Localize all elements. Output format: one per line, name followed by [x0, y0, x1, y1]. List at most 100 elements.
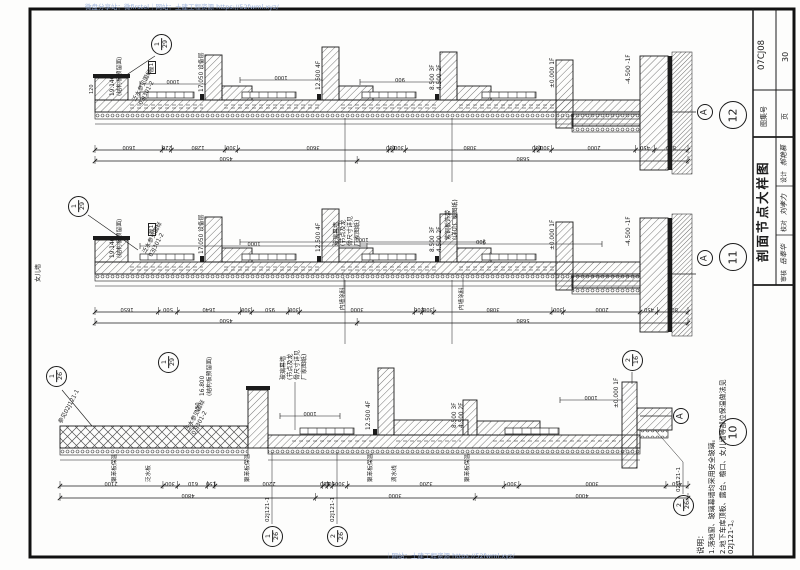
label-line: 8.500 3F: [430, 226, 436, 252]
page-label: 页: [781, 113, 789, 120]
label-line: (详见厂家图纸): [452, 199, 460, 240]
ref-detail-number: 1: [70, 203, 78, 209]
dimension-value: 3200: [419, 479, 433, 486]
level-label: 12.500 4F: [316, 222, 322, 252]
dimension-value: 150: [206, 479, 217, 486]
dimension-value: 300: [540, 143, 551, 150]
dimension-value: 300: [506, 479, 517, 486]
dimension-value: 300: [394, 143, 405, 150]
label-line: (结构板预留面): [116, 218, 123, 258]
finish-label: 内墙涂料: [340, 287, 346, 310]
signature-label: 校对: [781, 219, 788, 232]
label-line: 4.500 2F: [436, 226, 443, 252]
dimension-value: 500: [162, 305, 173, 312]
signature-name: 郝艳慕: [780, 145, 788, 166]
dimension-value: 1000: [246, 239, 261, 246]
dimension-value: 220: [161, 143, 172, 150]
ref-page-number: 26: [271, 529, 280, 543]
detail-code: 02J121-1: [330, 496, 336, 522]
material-label: 聚苯板保温: [112, 454, 118, 482]
dimension-value: 300: [226, 143, 237, 150]
watermark: ｜网站：土建工程资源 https://52fwml.xyz/: [385, 552, 515, 560]
dimension-value: 4800: [181, 491, 195, 498]
dimension-value: 1650: [120, 305, 134, 312]
sheet-title: 剖面节点大样图: [755, 160, 770, 262]
ref-page-number: 16: [631, 353, 640, 367]
label-line: 8.500 3F: [452, 402, 458, 428]
dimension-value: 2200: [262, 479, 276, 486]
section-mark-circle: A: [697, 104, 713, 120]
label-line: 19.140: [110, 237, 116, 258]
label-line: 16.800: [200, 375, 206, 396]
dimension-value: 450: [643, 305, 654, 312]
level-label: 16.800(结构板预留面): [200, 357, 214, 396]
atlas-number: 07CJ08: [757, 39, 767, 70]
dimension-value: 4500: [219, 316, 233, 323]
label-line: 厂家图纸): [301, 353, 309, 380]
signature-name: 刘孝力: [780, 194, 788, 215]
dimension-value: 100: [325, 479, 336, 486]
ref-page-number: 29: [167, 355, 176, 369]
dimension-value: 1280: [191, 143, 205, 150]
dimension-value: 5680: [515, 316, 530, 323]
roof-construction-tag: 屋1: [148, 60, 157, 74]
dimension-value: 3080: [486, 305, 500, 312]
atlas-label: 图集号: [760, 106, 768, 127]
circle-text: A: [699, 109, 710, 115]
dimension-value: 950: [265, 305, 275, 312]
dimension-value: 1000: [165, 77, 180, 84]
dimension-value: 300: [552, 305, 563, 312]
level-label: ±0.000 1F: [550, 57, 556, 88]
level-label: -4.500 -1F: [626, 216, 632, 246]
dimension-value: 1000: [584, 393, 598, 400]
dimension-value: 450: [640, 143, 650, 150]
level-label: ±0.000 1F: [550, 219, 556, 250]
ref-page-number: 26: [336, 529, 345, 543]
ref-detail-number: 1: [48, 373, 56, 379]
dimension-value: 900: [395, 75, 405, 82]
dimension-value: 3600: [306, 143, 320, 150]
note-line: 1.落地窗、玻璃幕墙均采用安全玻璃。: [708, 435, 716, 554]
level-label: 19.140(结构板预留面): [110, 219, 124, 258]
notes-heading: 说明：: [696, 531, 705, 555]
dimension-value: 1640: [202, 305, 216, 312]
dimension-value: 2000: [595, 305, 609, 312]
page-number: 30: [781, 51, 790, 62]
dimension-value: 300: [334, 479, 345, 486]
dimension-value: 3000: [585, 479, 599, 486]
signature-label: 设计: [781, 170, 788, 183]
signature-name: 岳奉华: [780, 244, 788, 265]
section-mark-circle: A: [697, 250, 713, 266]
level-label: 12.500 4F: [366, 400, 372, 430]
material-label: 滴水线: [392, 465, 398, 482]
label-line: 4.500 2F: [436, 64, 443, 90]
annotation-label: 紫铜板饰带(详见厂家图纸): [445, 199, 459, 240]
level-label: 19.140(结构板预留面): [110, 57, 124, 96]
ref-detail-number: 1: [264, 533, 272, 539]
detail-number-circle: 11: [719, 243, 747, 271]
level-label: 17.050 设备层: [199, 214, 205, 254]
level-label: 17.050 设备层: [199, 52, 205, 92]
ref-page-number: 26: [55, 369, 64, 383]
material-label: 聚苯板保温: [368, 454, 374, 482]
dimension-value: 200: [413, 305, 424, 312]
annotation-label: 玻璃幕墙(节点及龙骨尺寸详见厂家图纸): [333, 216, 361, 246]
ref-page-number: 26: [682, 498, 691, 512]
dimension-value: 3080: [463, 143, 477, 150]
notes-item: 1.落地窗、玻璃幕墙均采用安全玻璃。: [708, 379, 716, 554]
ref-detail-number: 1: [153, 41, 161, 47]
dimension-value: 610: [187, 479, 198, 486]
dimension-value: 800: [667, 305, 678, 312]
material-label: 聚苯板保温: [465, 454, 471, 482]
roof-construction-tag: 屋1: [148, 222, 157, 236]
dimension-value: 1000: [274, 73, 288, 80]
material-label: 泛水板: [146, 465, 152, 482]
